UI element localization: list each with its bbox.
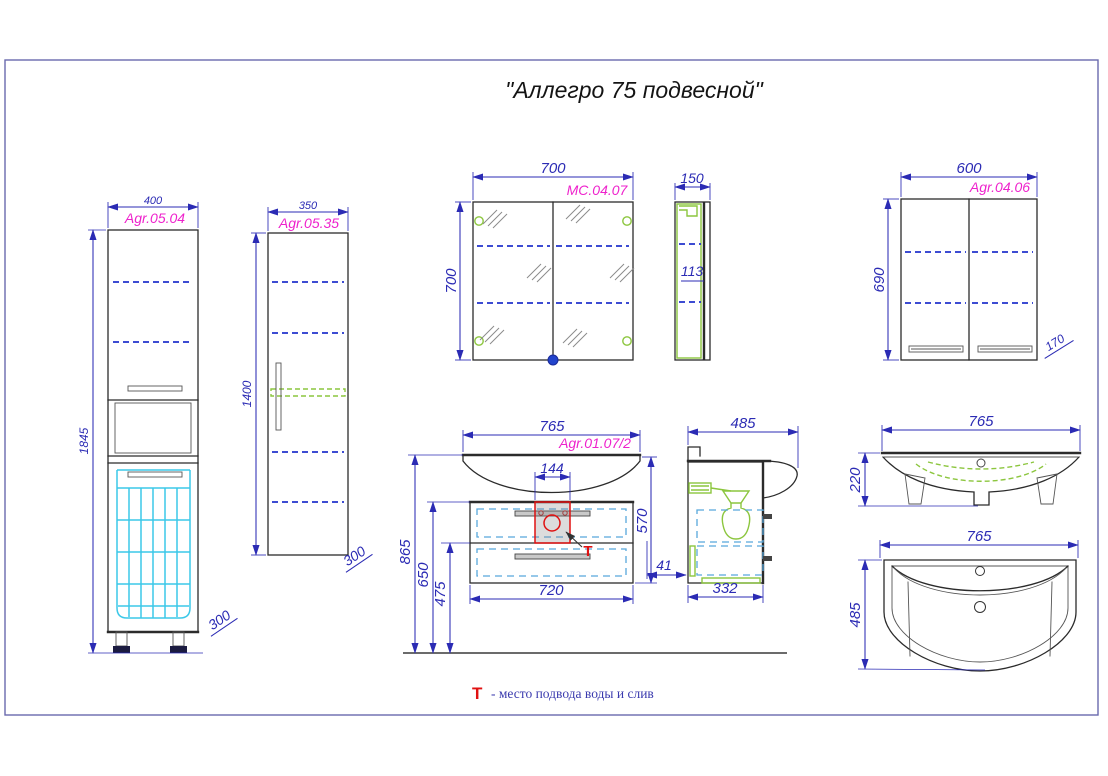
dim-tall-height: 1845 — [77, 427, 91, 454]
sink-foot-right — [1036, 473, 1058, 505]
dim-sink-top-width: 765 — [966, 528, 992, 545]
label-column-cabinet: Agr.05.35 — [278, 215, 339, 231]
dim-sink-front-height: 220 — [847, 467, 864, 494]
dim-column-width: 350 — [299, 200, 318, 212]
sink-foot-left — [904, 473, 926, 505]
hinge-marks — [474, 216, 632, 346]
wall-bracket — [689, 545, 696, 577]
view-vanity-side: 485 332 — [686, 415, 799, 603]
dim-sink-top-depth: 485 — [847, 602, 864, 628]
dim-mirror-width: 700 — [540, 160, 566, 177]
dim-mirror-side-depth: 150 — [680, 170, 704, 186]
drawing-frame — [4, 59, 1099, 716]
glass-shelf — [270, 388, 346, 397]
drawer-1-dash — [476, 508, 627, 538]
drawer-2-handle — [514, 553, 591, 560]
sink-front-silhouette — [882, 456, 1080, 506]
dim-vanity-height: 570 — [634, 508, 651, 534]
dim-detail-width: 144 — [540, 460, 564, 476]
detail-box — [534, 501, 571, 544]
dim-vanity-side-width: 485 — [730, 415, 756, 432]
view-mirror-cabinet: 700 MC.04.07 700 — [443, 160, 635, 366]
dim-vanity-width: 765 — [539, 418, 565, 435]
overflow-hole — [976, 458, 986, 468]
view-tall-cabinet: 400 Agr.05.04 — [77, 195, 238, 654]
dim-cabinet-width: 720 — [538, 582, 564, 599]
view-mirror-side: 150 113 — [674, 170, 711, 361]
label-tall-cabinet: Agr.05.04 — [124, 210, 185, 226]
basket-handle — [127, 471, 183, 478]
faucet-hole — [975, 566, 985, 576]
dim-mirror-shelf-depth: 113 — [681, 263, 704, 279]
view-sink-top: 765 485 — [847, 528, 1079, 672]
door-handle — [127, 385, 183, 392]
backsplash-step — [687, 446, 701, 463]
dim-floor-to-cabinet: 650 — [415, 562, 432, 588]
water-supply-symbol: Т — [583, 543, 592, 560]
dim-tall-width: 400 — [144, 195, 163, 207]
drawing-title: "Аллегро 75 подвесной" — [505, 77, 764, 103]
label-vanity: Agr.01.07/2 — [558, 435, 631, 451]
open-niche — [114, 402, 192, 454]
dim-mirror-height: 700 — [443, 268, 460, 294]
dim-column-height: 1400 — [240, 380, 254, 407]
vertical-handle — [275, 362, 282, 431]
legend: Т - место подвода воды и слив — [472, 684, 654, 703]
faucet-and-siphon — [688, 482, 751, 540]
side-handle-2 — [763, 556, 772, 561]
legend-text: - место подвода воды и слив — [491, 686, 654, 701]
basin-back-curve — [891, 565, 1069, 592]
laundry-basket — [116, 469, 191, 619]
dim-wall-gap: 41 — [656, 557, 672, 573]
view-sink-front: 765 220 — [847, 413, 1082, 507]
door-handles — [908, 345, 1033, 353]
door-pivot-dot — [547, 354, 559, 366]
drawer-2-dash — [476, 548, 627, 577]
light-fixture — [679, 205, 698, 217]
sink-top-outline — [883, 559, 1077, 672]
legend-symbol: Т — [472, 684, 483, 703]
cabinet-legs — [113, 631, 187, 653]
label-mirror-cabinet: MC.04.07 — [567, 182, 629, 198]
leader-arrow — [565, 531, 583, 548]
view-wall-cabinet: 600 Agr.04.06 690 170 — [871, 160, 1074, 361]
dim-vanity-side-depth: 332 — [712, 580, 738, 597]
water-supply-circle — [543, 514, 561, 532]
label-wall-cabinet: Agr.04.06 — [969, 179, 1030, 195]
view-vanity-front: 765 Agr.01.07/2 Т 144 570 41 720 — [397, 418, 787, 654]
sink-bowl-curve — [462, 455, 641, 494]
side-handle-1 — [763, 514, 772, 519]
dim-floor-to-top: 865 — [397, 539, 414, 565]
dim-wall-height: 690 — [871, 267, 888, 293]
dim-sink-front-width: 765 — [968, 413, 994, 430]
dim-floor-to-drawer: 475 — [432, 581, 449, 607]
kick-plate — [701, 577, 761, 584]
sink-side-profile — [762, 460, 798, 499]
drawer-1-handle — [514, 510, 591, 517]
drain-hole — [974, 601, 986, 613]
dim-wall-width: 600 — [956, 160, 982, 177]
